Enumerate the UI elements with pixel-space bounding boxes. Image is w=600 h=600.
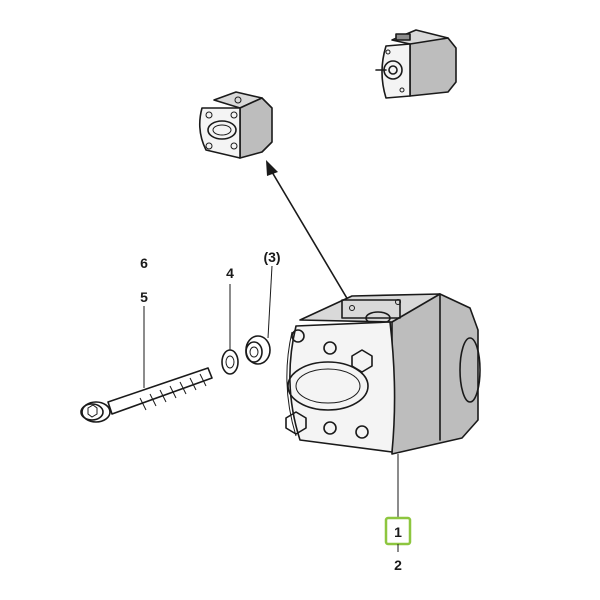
sealing-ring: [245, 335, 271, 365]
callout-2: 2: [394, 557, 402, 573]
callout-4: 4: [226, 265, 234, 281]
cap-screw: [80, 367, 213, 423]
reference-pump-thumbnail: [375, 29, 457, 99]
callout-1: 1: [394, 524, 402, 540]
gear-pump-main: [285, 293, 481, 455]
callout-5: 5: [140, 289, 148, 305]
washer: [221, 349, 239, 375]
leader-line-3: [267, 265, 273, 339]
callout-3: (3): [263, 249, 280, 265]
callout-6: 6: [140, 255, 148, 271]
reference-arrow: [266, 160, 349, 301]
alternative-pump-view: [198, 91, 273, 159]
